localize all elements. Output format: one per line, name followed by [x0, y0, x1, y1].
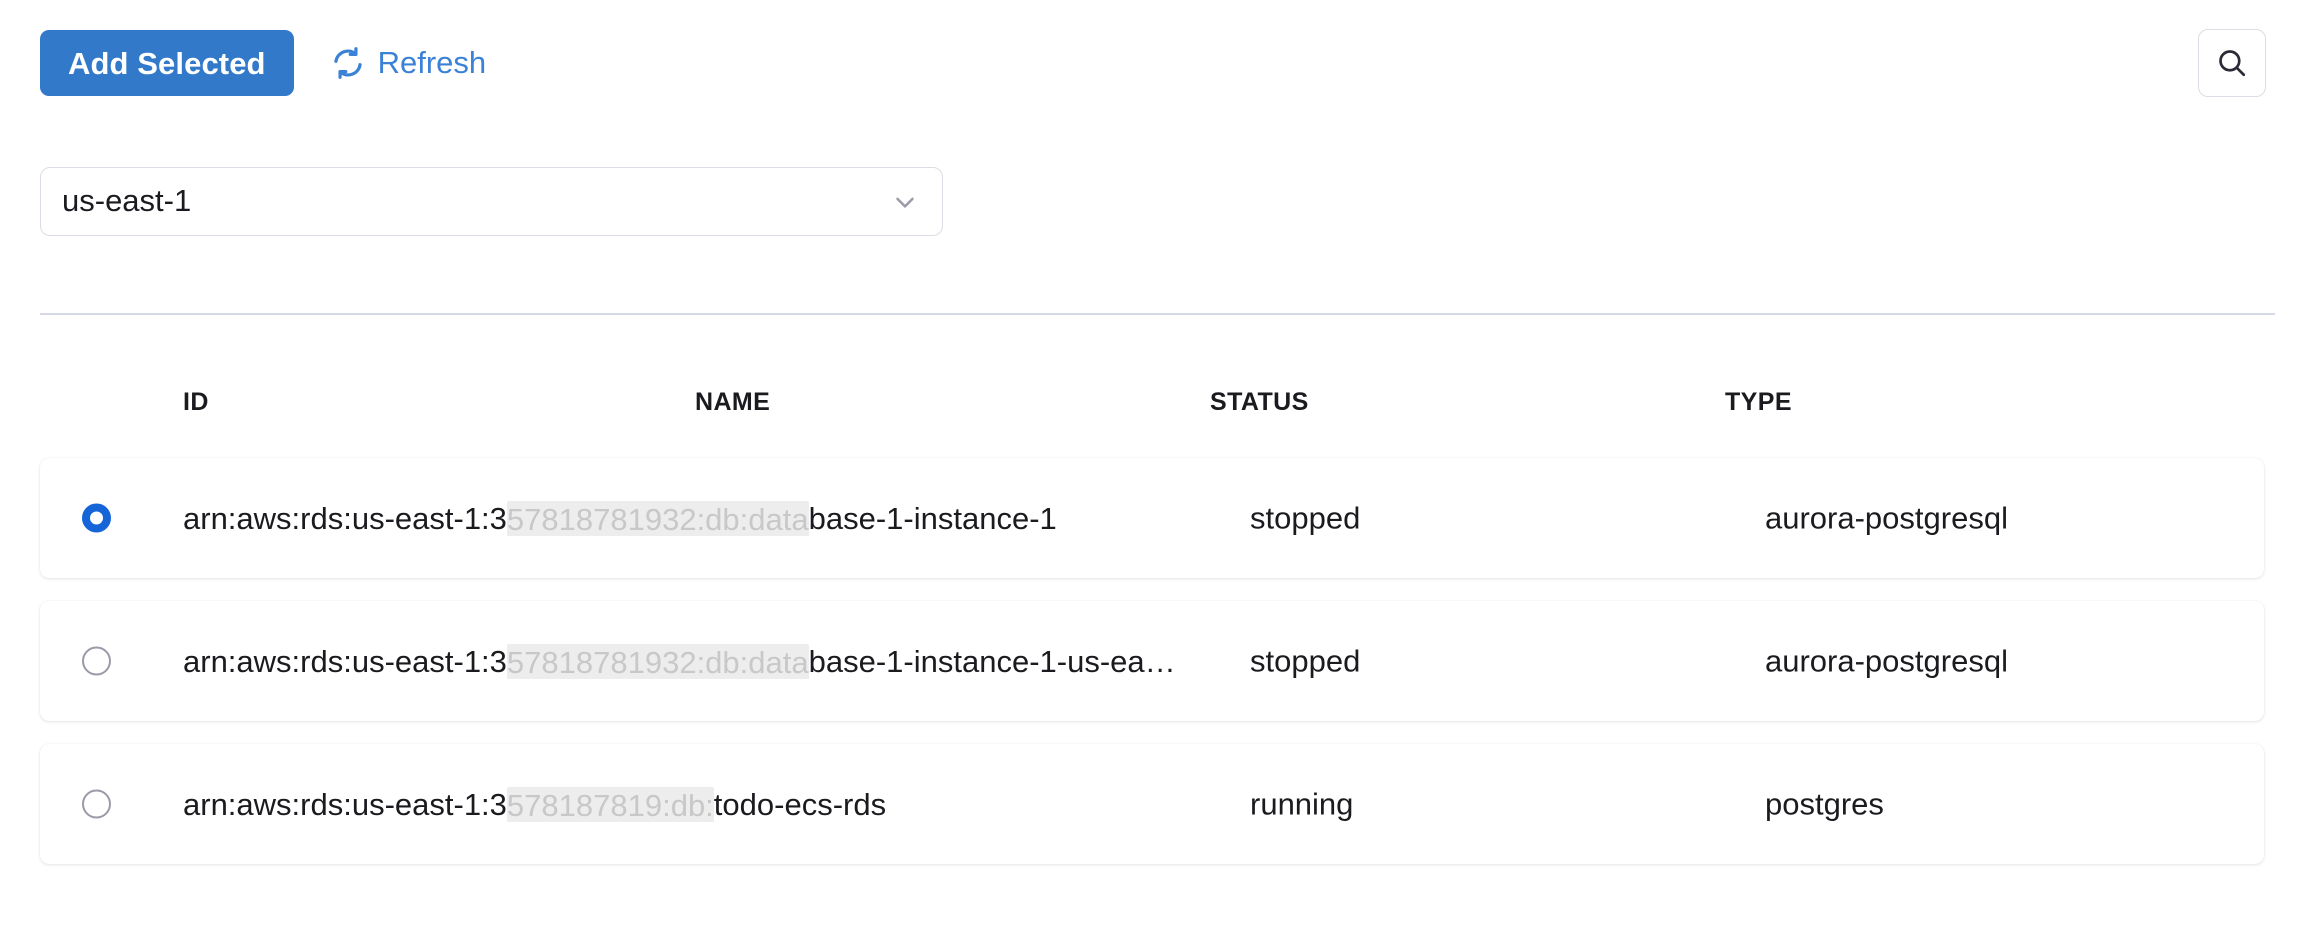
arn-prefix: arn:aws:rds:us-east-1:3: [183, 643, 507, 679]
refresh-label: Refresh: [377, 44, 487, 80]
toolbar: Add Selected Refresh: [40, 28, 2258, 98]
row-radio-cell: [82, 789, 111, 819]
row-radio-cell: [82, 503, 111, 533]
table-header-row: ID NAME STATUS TYPE: [0, 390, 2298, 446]
column-header-type: TYPE: [1725, 388, 1792, 416]
arn-prefix: arn:aws:rds:us-east-1:3: [183, 500, 507, 536]
column-header-status: STATUS: [1210, 388, 1309, 416]
resource-table: ID NAME STATUS TYPE arn:aws:rds:us-east-…: [0, 390, 2298, 887]
region-select-wrapper: us-east-1: [40, 167, 943, 236]
refresh-icon: [331, 46, 365, 80]
row-radio-button[interactable]: [82, 789, 111, 819]
refresh-button[interactable]: Refresh: [331, 44, 487, 80]
search-button[interactable]: [2198, 29, 2266, 97]
row-type: aurora-postgresql: [1765, 500, 2008, 536]
row-radio-button[interactable]: [82, 646, 111, 676]
arn-suffix: todo-ecs-rds: [713, 786, 887, 822]
column-header-id: ID: [183, 388, 209, 416]
row-type: postgres: [1765, 786, 1884, 822]
search-icon: [2215, 46, 2249, 80]
row-radio-cell: [82, 646, 111, 676]
row-radio-button[interactable]: [82, 503, 111, 533]
arn-redacted: 57818781932:db:data: [506, 501, 809, 536]
arn-redacted: 578187819:db:: [506, 787, 714, 822]
arn-suffix: base-1-instance-1: [808, 500, 1057, 536]
arn-prefix: arn:aws:rds:us-east-1:3: [183, 786, 507, 822]
row-type: aurora-postgresql: [1765, 643, 2008, 679]
row-status: stopped: [1250, 643, 1361, 679]
row-status: running: [1250, 786, 1354, 822]
chevron-down-icon: [890, 187, 920, 217]
arn-redacted: 57818781932:db:data: [506, 644, 809, 679]
section-divider: [40, 313, 2275, 315]
region-select-value: us-east-1: [62, 182, 192, 218]
add-selected-button[interactable]: Add Selected: [40, 30, 294, 96]
region-select[interactable]: us-east-1: [40, 167, 943, 236]
row-status: stopped: [1250, 500, 1361, 536]
column-header-name: NAME: [695, 388, 771, 416]
arn-suffix: base-1-instance-1-us-ea…: [808, 643, 1176, 679]
